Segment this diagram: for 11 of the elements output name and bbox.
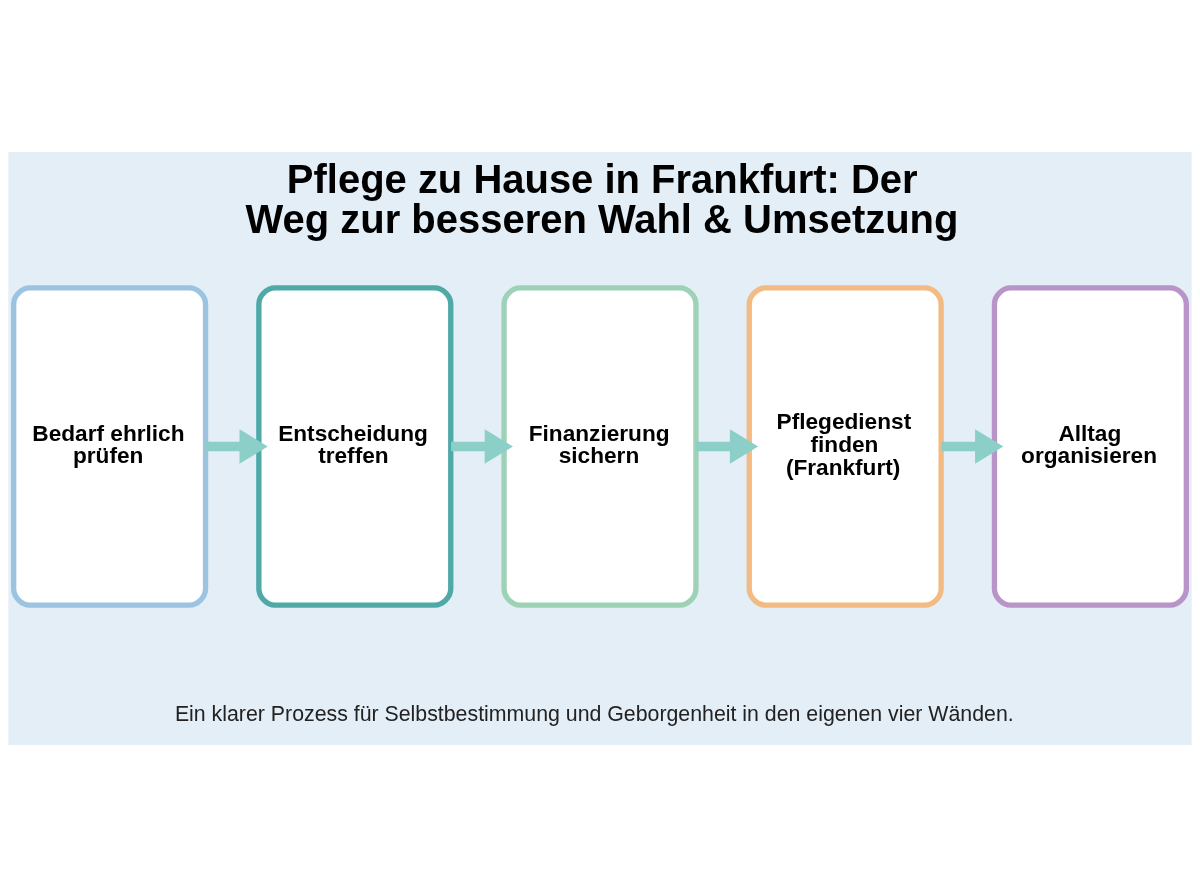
- node-box: Bedarf ehrlich prüfen: [11, 284, 209, 608]
- node-box: Finanzierung sichern: [501, 284, 699, 608]
- arrow: [941, 428, 1004, 464]
- arrow: [696, 428, 759, 464]
- node-box: Pflegedienst finden (Frankfurt): [746, 284, 944, 608]
- diagram-title: Pflege zu Hause in Frankfurt: Der Weg zur besseren Wahl & Umsetzung: [245, 156, 959, 241]
- node-box: Entscheidung treffen: [256, 284, 454, 608]
- arrow: [451, 428, 513, 464]
- arrow: [205, 428, 268, 464]
- node-box: Alltag organisieren: [991, 284, 1189, 608]
- caption: Ein klarer Prozess für Selbstbestimmung und Geborgenheit in den eigenen vier Wänden.: [174, 701, 1014, 726]
